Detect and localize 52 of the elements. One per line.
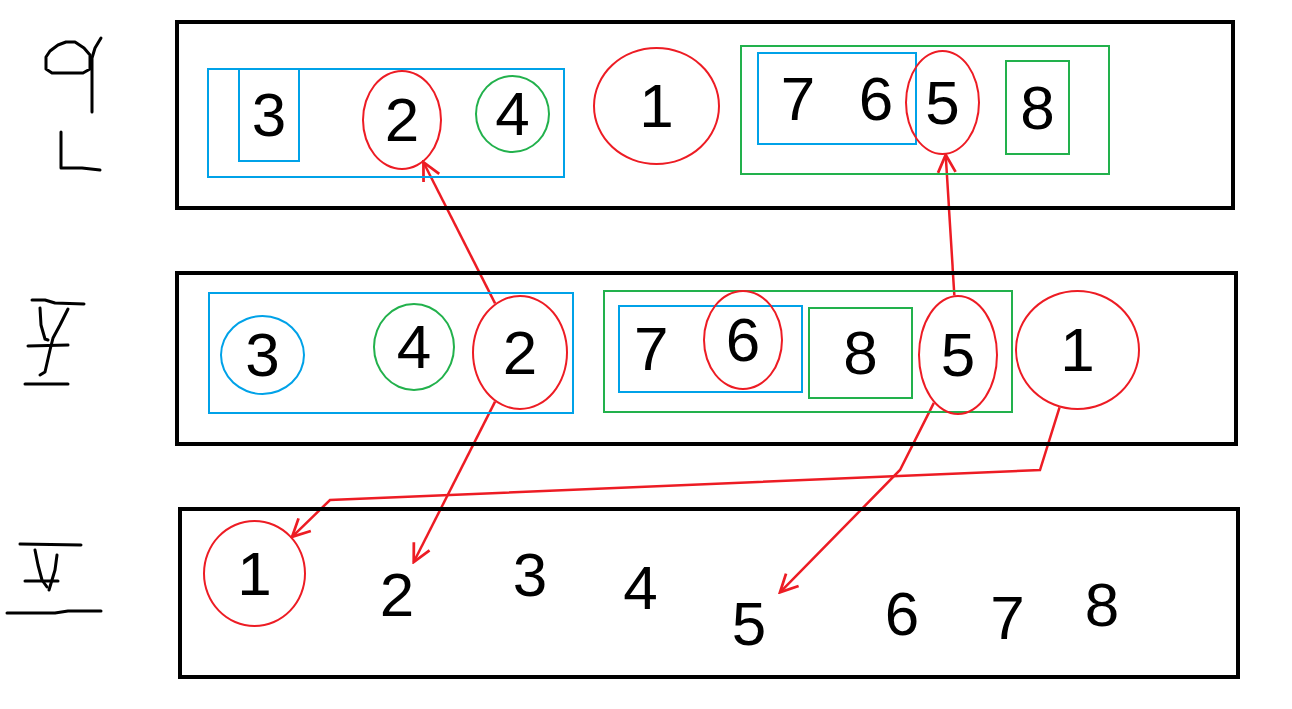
circled-number — [220, 315, 305, 395]
circled-number — [472, 295, 568, 410]
number-label: 5 — [940, 324, 976, 386]
circled-number — [703, 290, 783, 390]
row-panel — [175, 20, 1235, 210]
number-label: 7 — [634, 318, 669, 380]
number-label: 4 — [608, 555, 673, 621]
number-label: 3 — [251, 84, 287, 146]
number-label: 5 — [925, 71, 960, 134]
number-label: 8 — [1020, 76, 1055, 139]
number-label: 7 — [975, 573, 1040, 663]
arrow — [936, 153, 957, 296]
circled-number — [475, 75, 550, 153]
arrow — [422, 160, 497, 304]
number-box — [618, 305, 803, 393]
group-frame — [208, 292, 574, 414]
group-frame — [603, 290, 1013, 413]
number-label: 2 — [384, 89, 420, 151]
number-label: 8 — [1062, 550, 1142, 660]
number-box — [1005, 60, 1070, 155]
circled-number — [918, 295, 998, 415]
number-label: 7 — [780, 67, 816, 130]
number-label: 1 — [1060, 319, 1095, 381]
number-box — [808, 307, 913, 399]
arrow — [290, 407, 1061, 539]
circled-number — [373, 303, 455, 391]
circled-number — [203, 520, 306, 627]
number-label: 5 — [718, 588, 780, 660]
arrow — [778, 402, 935, 594]
circled-number — [905, 50, 980, 155]
number-label: 1 — [639, 75, 674, 137]
number-label: 2 — [362, 562, 432, 628]
row-panel — [178, 507, 1240, 679]
number-box — [757, 52, 917, 145]
number-label: 6 — [725, 309, 761, 371]
number-label: 1 — [237, 542, 272, 605]
number-label: 3 — [245, 324, 280, 386]
circled-number — [593, 47, 720, 165]
number-label: 8 — [843, 322, 878, 384]
number-label: 2 — [502, 321, 538, 384]
circled-number — [362, 70, 442, 170]
number-label: 6 — [872, 578, 932, 650]
number-label: 6 — [858, 67, 894, 130]
number-label: 4 — [396, 316, 432, 378]
circled-number — [1015, 290, 1140, 410]
number-box — [238, 68, 300, 162]
number-label: 3 — [500, 540, 560, 610]
row-panel — [175, 271, 1238, 446]
group-frame — [207, 68, 565, 178]
arrow — [412, 401, 497, 564]
number-label: 4 — [495, 83, 530, 145]
group-frame — [740, 45, 1110, 175]
